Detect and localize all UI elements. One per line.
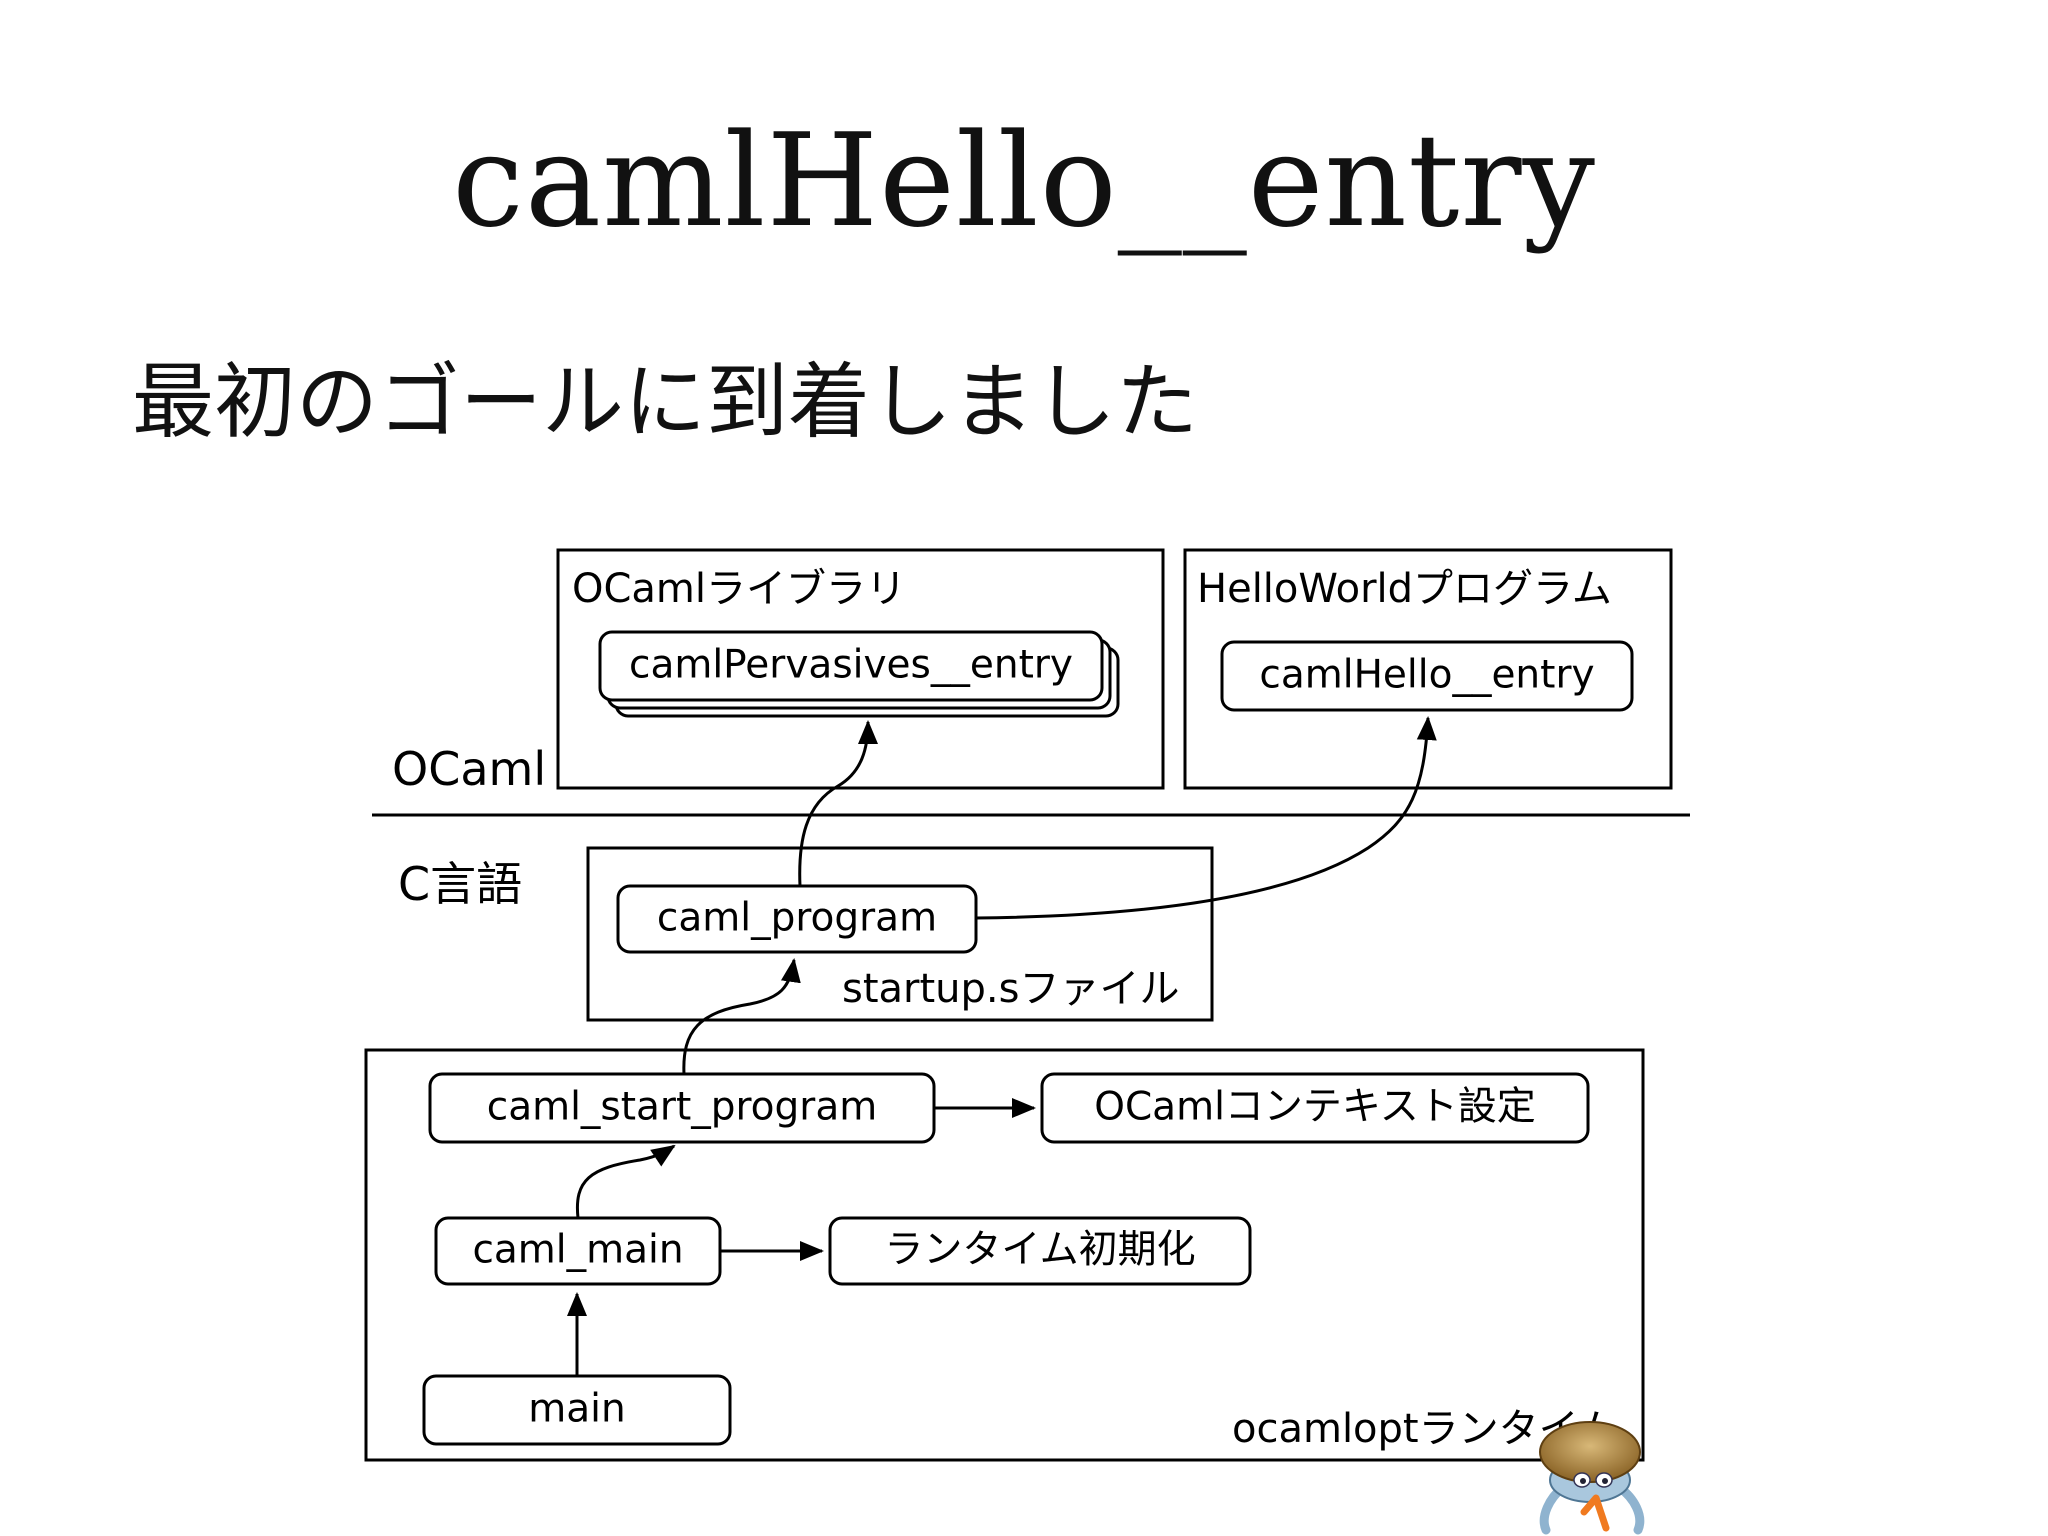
edge-caml-start-program-to-caml-program	[682, 958, 801, 1075]
node-main: main	[422, 1374, 732, 1446]
node-caml-start-program: caml_start_program	[428, 1072, 936, 1144]
node-label-caml-hello-entry: camlHello__entry	[1259, 653, 1594, 698]
node-runtime-init: ランタイム初期化	[828, 1216, 1252, 1286]
container-startup-file: startup.sファイル	[586, 846, 1214, 1022]
node-caml-pervasives-entry: camlPervasives__entry	[598, 630, 1120, 718]
node-label-ocaml-context-setup: OCamlコンテキスト設定	[1094, 1085, 1535, 1130]
node-ocaml-context-setup: OCamlコンテキスト設定	[1040, 1072, 1590, 1144]
node-caml-main: caml_main	[434, 1216, 722, 1286]
layer-label-ocaml: OCaml	[392, 742, 546, 796]
container-label-hello-world-program: HelloWorldプログラム	[1197, 566, 1612, 612]
layer-label-c: C言語	[398, 857, 522, 911]
container-ocaml-library: OCamlライブラリ	[556, 548, 1165, 790]
node-label-main: main	[528, 1387, 625, 1432]
node-label-caml-start-program: caml_start_program	[487, 1085, 877, 1130]
node-label-runtime-init: ランタイム初期化	[884, 1228, 1195, 1273]
edge-caml-main-to-caml-start-program	[575, 1144, 676, 1219]
slide-title: camlHello__entry	[452, 107, 1596, 256]
node-label-caml-pervasives-entry: camlPervasives__entry	[629, 643, 1073, 688]
camel-mascot-icon	[1539, 1421, 1645, 1535]
edge-caml-program-to-caml-pervasives-entry	[798, 720, 878, 887]
node-caml-program: caml_program	[616, 884, 978, 954]
node-label-caml-main: caml_main	[472, 1228, 683, 1273]
container-label-startup-file: startup.sファイル	[842, 966, 1179, 1012]
container-hello-world-program: HelloWorldプログラム	[1183, 548, 1673, 790]
edge-caml-program-to-caml-hello-entry	[975, 716, 1437, 920]
container-label-ocaml-library: OCamlライブラリ	[572, 566, 906, 612]
slide-subtitle: 最初のゴールに到着しました	[132, 355, 1199, 450]
node-label-caml-program: caml_program	[657, 896, 937, 941]
node-caml-hello-entry: camlHello__entry	[1220, 640, 1634, 712]
